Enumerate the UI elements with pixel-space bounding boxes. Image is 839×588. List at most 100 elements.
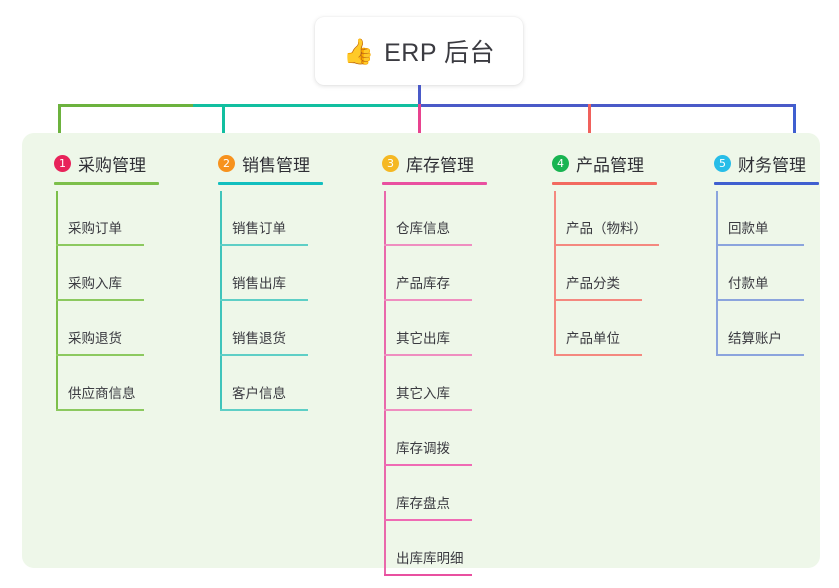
root-node-card[interactable]: 👍 ERP 后台 [315,17,523,85]
leaf-rule [384,299,472,301]
leaf-rule [220,409,308,411]
list-item[interactable]: 销售退货 [220,301,360,356]
list-item[interactable]: 仓库信息 [384,191,524,246]
list-item[interactable]: 产品（物料） [554,191,694,246]
column-header-rule-3 [382,182,487,185]
leaf-list-purchasing: 采购订单 采购入库 采购退货 供应商信息 [36,191,196,411]
leaf-label: 销售订单 [232,221,286,236]
list-item[interactable]: 供应商信息 [56,356,196,411]
leaf-rule [384,464,472,466]
leaf-rule [554,354,642,356]
leaf-label: 产品单位 [566,331,620,346]
drop-connector-col5 [793,104,796,138]
leaf-rule [384,354,472,356]
leaf-label: 采购订单 [68,221,122,236]
list-item[interactable]: 结算账户 [716,301,839,356]
leaf-list-finance: 回款单 付款单 结算账户 [696,191,839,356]
leaf-rule [220,244,308,246]
distribution-bar-green [58,104,193,107]
leaf-label: 产品分类 [566,276,620,291]
leaf-label: 客户信息 [232,386,286,401]
column-header-inventory[interactable]: 3 库存管理 [364,145,524,181]
leaf-rule [554,244,659,246]
leaf-label: 销售出库 [232,276,286,291]
leaf-rule [716,354,804,356]
drop-connector-col4 [588,104,591,138]
leaf-label: 库存盘点 [396,496,450,511]
column-badge-4: 4 [552,154,569,172]
root-stem-connector [418,85,421,105]
list-item[interactable]: 销售出库 [220,246,360,301]
diagram-panel: 1 采购管理 采购订单 采购入库 采购退货 供应商信 [22,133,820,576]
column-badge-3: 3 [382,154,399,172]
column-header-sales[interactable]: 2 销售管理 [200,145,360,181]
leaf-label: 仓库信息 [396,221,450,236]
column-purchasing: 1 采购管理 采购订单 采购入库 采购退货 供应商信 [36,145,196,411]
leaf-rule [220,299,308,301]
leaf-rule [56,409,144,411]
column-header-rule-2 [218,182,323,185]
leaf-rule [220,354,308,356]
leaf-spine-5 [716,191,718,356]
distribution-bar-teal [193,104,418,107]
column-header-rule-1 [54,182,159,185]
list-item[interactable]: 出库库明细 [384,521,524,576]
leaf-rule [716,299,804,301]
column-title-inventory: 库存管理 [406,155,474,175]
leaf-list-product: 产品（物料） 产品分类 产品单位 [534,191,694,356]
column-header-product[interactable]: 4 产品管理 [534,145,694,181]
list-item[interactable]: 其它入库 [384,356,524,411]
list-item[interactable]: 回款单 [716,191,839,246]
distribution-bar-indigo-right [696,104,795,107]
thumbs-up-icon: 👍 [342,37,375,66]
leaf-label: 出库库明细 [396,551,464,566]
leaf-label: 产品（物料） [566,221,647,236]
list-item[interactable]: 产品库存 [384,246,524,301]
column-title-finance: 财务管理 [738,155,806,175]
leaf-label: 采购入库 [68,276,122,291]
leaf-label: 供应商信息 [68,386,136,401]
list-item[interactable]: 采购退货 [56,301,196,356]
column-badge-2: 2 [218,154,235,172]
column-header-finance[interactable]: 5 财务管理 [696,145,839,181]
column-title-purchasing: 采购管理 [78,155,146,175]
leaf-rule [716,244,804,246]
drop-connector-col3 [418,104,421,138]
leaf-label: 销售退货 [232,331,286,346]
leaf-rule [56,244,144,246]
column-header-purchasing[interactable]: 1 采购管理 [36,145,196,181]
column-inventory: 3 库存管理 仓库信息 产品库存 其它出库 其它入库 [364,145,524,576]
drop-connector-col1 [58,104,61,138]
column-header-rule-4 [552,182,657,185]
list-item[interactable]: 客户信息 [220,356,360,411]
leaf-spine-2 [220,191,222,411]
leaf-rule [554,299,642,301]
leaf-label: 库存调拨 [396,441,450,456]
leaf-spine-1 [56,191,58,411]
leaf-spine-3 [384,191,386,576]
column-badge-5: 5 [714,154,731,172]
column-header-rule-5 [714,182,819,185]
distribution-bar-indigo [418,104,696,107]
list-item[interactable]: 其它出库 [384,301,524,356]
list-item[interactable]: 采购订单 [56,191,196,246]
list-item[interactable]: 库存调拨 [384,411,524,466]
list-item[interactable]: 库存盘点 [384,466,524,521]
leaf-list-inventory: 仓库信息 产品库存 其它出库 其它入库 库存调拨 [364,191,524,576]
list-item[interactable]: 产品分类 [554,246,694,301]
column-sales: 2 销售管理 销售订单 销售出库 销售退货 客户信息 [200,145,360,411]
leaf-list-sales: 销售订单 销售出库 销售退货 客户信息 [200,191,360,411]
column-title-sales: 销售管理 [242,155,310,175]
list-item[interactable]: 付款单 [716,246,839,301]
leaf-label: 付款单 [728,276,769,291]
leaf-label: 采购退货 [68,331,122,346]
leaf-spine-4 [554,191,556,356]
leaf-label: 其它出库 [396,331,450,346]
root-node-title: ERP 后台 [384,39,496,67]
list-item[interactable]: 销售订单 [220,191,360,246]
list-item[interactable]: 采购入库 [56,246,196,301]
column-finance: 5 财务管理 回款单 付款单 结算账户 [696,145,839,356]
leaf-label: 回款单 [728,221,769,236]
list-item[interactable]: 产品单位 [554,301,694,356]
